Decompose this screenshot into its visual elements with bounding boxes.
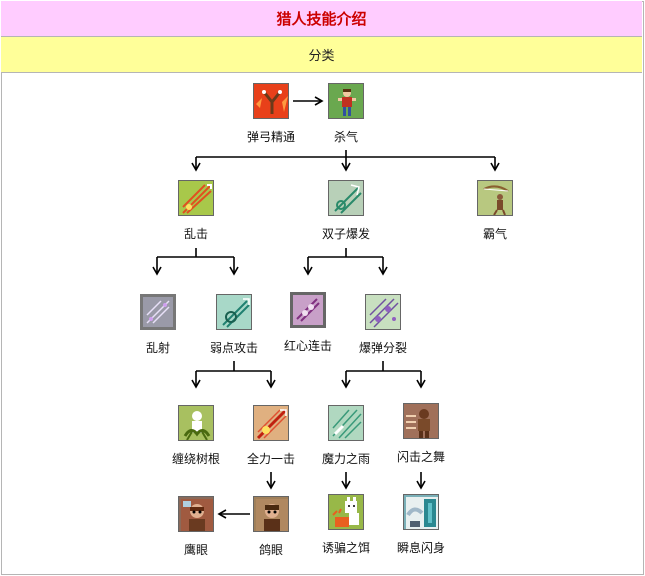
skill-label: 缠绕树根 <box>171 452 220 466</box>
flash-dance-icon <box>403 403 439 439</box>
pigeon-eye-icon <box>253 496 289 532</box>
skill-label: 瞬息闪身 <box>396 541 445 555</box>
skill-node-redheart[interactable]: 红心连击 <box>263 292 353 354</box>
weak-point-icon <box>216 294 252 330</box>
skill-label: 红心连击 <box>283 339 332 353</box>
skill-node-killaura[interactable]: 杀气 <box>301 83 391 145</box>
skill-node-rootbind[interactable]: 缠绕树根 <box>151 405 241 467</box>
skill-label: 双子爆发 <box>321 227 370 241</box>
skill-node-randomhit[interactable]: 乱击 <box>151 180 241 242</box>
lure-bait-icon <box>328 494 364 530</box>
blink-dodge-icon <box>403 494 439 530</box>
skill-label: 鸽眼 <box>258 543 283 557</box>
skill-node-domineer[interactable]: 霸气 <box>450 180 540 242</box>
skill-label: 诱骗之饵 <box>321 541 370 555</box>
skill-node-weakpoint[interactable]: 弱点攻击 <box>189 294 279 356</box>
full-force-icon <box>253 405 289 441</box>
category-bar: 分类 <box>1 37 642 73</box>
skill-node-flashdance[interactable]: 闪击之舞 <box>376 403 466 465</box>
page-title: 猎人技能介绍 <box>276 10 367 28</box>
skill-node-eagleeye[interactable]: 鹰眼 <box>151 496 241 558</box>
skill-node-magicrain[interactable]: 魔力之雨 <box>301 405 391 467</box>
skill-node-blinkdodge[interactable]: 瞬息闪身 <box>376 494 466 556</box>
skill-label: 魔力之雨 <box>321 452 370 466</box>
skill-label: 闪击之舞 <box>396 450 445 464</box>
skill-node-fullforce[interactable]: 全力一击 <box>226 405 316 467</box>
arrow-burst-icon <box>178 180 214 216</box>
heart-combo-icon <box>290 292 326 328</box>
title-bar: 猎人技能介绍 <box>1 1 642 37</box>
hunter-figure-icon <box>328 83 364 119</box>
skill-node-lure[interactable]: 诱骗之饵 <box>301 494 391 556</box>
twin-arrow-icon <box>328 180 364 216</box>
skill-label: 全力一击 <box>246 452 295 466</box>
skill-node-randomshot[interactable]: 乱射 <box>113 294 203 356</box>
eagle-eye-icon <box>178 496 214 532</box>
skill-node-twinburst[interactable]: 双子爆发 <box>301 180 391 242</box>
skill-label: 杀气 <box>333 130 358 144</box>
skill-label: 霸气 <box>482 227 507 241</box>
skill-label: 弹弓精通 <box>246 130 295 144</box>
magic-rain-icon <box>328 405 364 441</box>
bow-stance-icon <box>477 180 513 216</box>
slingshot-icon <box>253 83 289 119</box>
skill-label: 乱射 <box>145 341 170 355</box>
skill-node-pigeoneye[interactable]: 鸽眼 <box>226 496 316 558</box>
skill-label: 鹰眼 <box>183 543 208 557</box>
skill-node-bombsplit[interactable]: 爆弹分裂 <box>338 294 428 356</box>
skill-label: 爆弹分裂 <box>358 341 407 355</box>
bomb-split-icon <box>365 294 401 330</box>
scatter-shot-icon <box>140 294 176 330</box>
root-bind-icon <box>178 405 214 441</box>
skill-node-slingshot[interactable]: 弹弓精通 <box>226 83 316 145</box>
category-label: 分类 <box>308 49 335 64</box>
skill-label: 弱点攻击 <box>209 341 258 355</box>
skill-label: 乱击 <box>183 227 208 241</box>
